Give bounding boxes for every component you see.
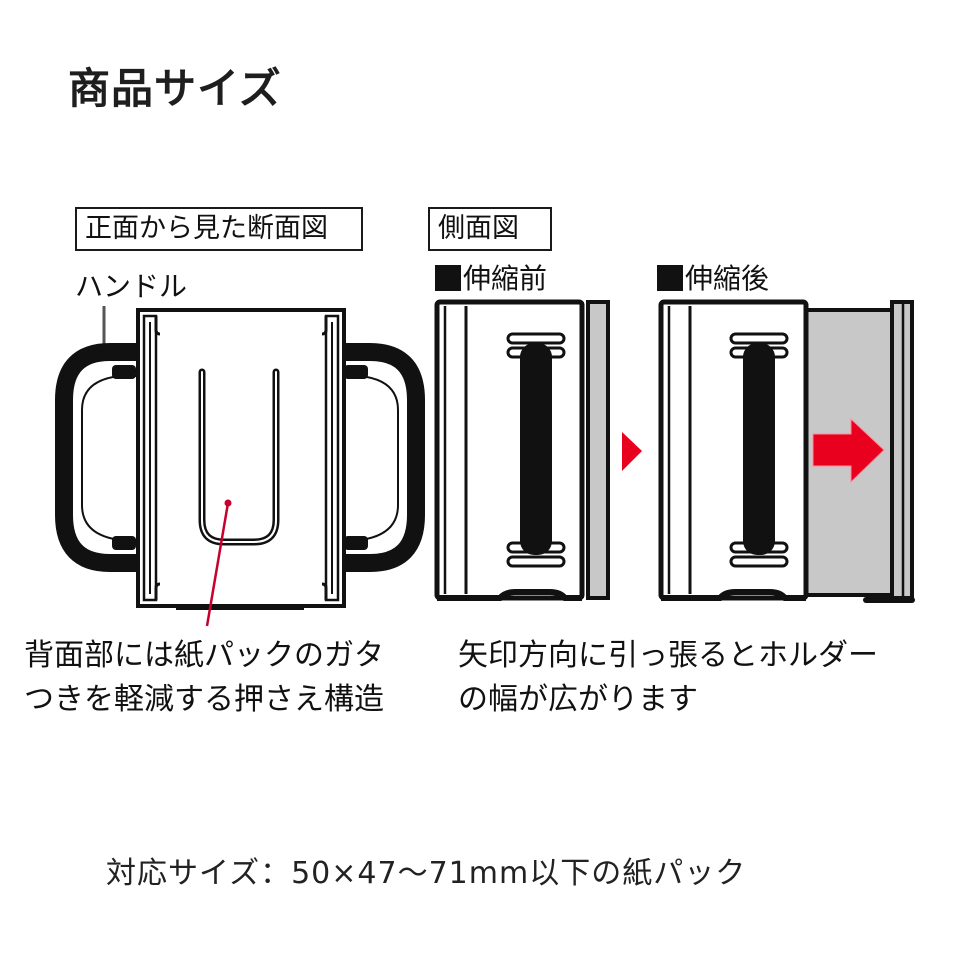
after-extension-label: 伸縮後 bbox=[657, 262, 769, 296]
side-caption-line-2: の幅が広がります bbox=[458, 682, 698, 717]
handle-label: ハンドル bbox=[75, 270, 188, 303]
front-cross-section-diagram bbox=[55, 306, 425, 627]
black-square-icon bbox=[435, 265, 461, 291]
front-view-caption: 背面部には紙パックのガタ つきを軽減する押さえ構造 bbox=[24, 634, 384, 722]
side-view-caption: 矢印方向に引っ張るとホルダー の幅が広がります bbox=[458, 634, 878, 722]
compatible-size-note: 対応サイズ：50×47〜71mm以下の紙パック bbox=[106, 856, 747, 891]
holder-body-outline bbox=[136, 308, 346, 608]
front-section-label: 正面から見た断面図 bbox=[75, 207, 363, 251]
after-extension-text: 伸縮後 bbox=[685, 262, 770, 295]
side-caption-line-1: 矢印方向に引っ張るとホルダー bbox=[458, 638, 878, 673]
side-section-label: 側面図 bbox=[428, 207, 552, 251]
side-view-after-diagram bbox=[658, 299, 915, 603]
front-caption-line-2: つきを軽減する押さえ構造 bbox=[24, 682, 384, 717]
right-handle-icon bbox=[340, 343, 425, 572]
grip-bar-icon bbox=[743, 343, 775, 555]
before-extension-text: 伸縮前 bbox=[463, 262, 548, 295]
page-title: 商品サイズ bbox=[68, 64, 282, 113]
side-view-before-diagram bbox=[434, 299, 610, 601]
next-arrow-icon bbox=[622, 432, 642, 471]
front-caption-line-1: 背面部には紙パックのガタ bbox=[24, 638, 384, 673]
black-square-icon bbox=[657, 265, 683, 291]
before-extension-label: 伸縮前 bbox=[435, 262, 547, 296]
pull-direction-arrow-icon bbox=[812, 417, 885, 484]
pointer-line bbox=[205, 502, 230, 627]
left-handle-icon bbox=[55, 343, 140, 572]
grip-bar-icon bbox=[520, 343, 552, 555]
